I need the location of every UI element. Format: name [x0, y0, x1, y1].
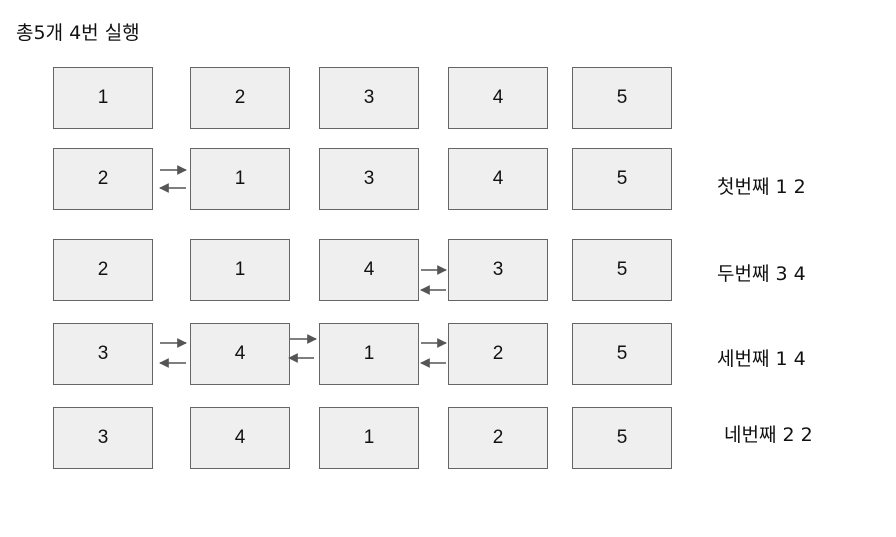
row-4-label: 네번째 2 2	[724, 424, 813, 446]
row-2-box-4: 3	[448, 239, 548, 301]
row-3-box-5: 5	[572, 323, 672, 385]
row-4-box-1: 3	[53, 407, 153, 469]
row-2-box-2: 1	[190, 239, 290, 301]
row-1-box-2: 1	[190, 148, 290, 210]
row-0-box-2: 2	[190, 67, 290, 129]
row-1-box-1: 2	[53, 148, 153, 210]
row-2-box-5: 5	[572, 239, 672, 301]
row-0-box-4: 4	[448, 67, 548, 129]
row-4-box-3: 1	[319, 407, 419, 469]
row-1-box-5: 5	[572, 148, 672, 210]
diagram-title: 총5개 4번 실행	[16, 22, 140, 44]
row-3-label: 세번째 1 4	[717, 348, 806, 370]
row-4-box-4: 2	[448, 407, 548, 469]
row-2-label: 두번째 3 4	[717, 263, 806, 285]
row-1-label: 첫번째 1 2	[717, 176, 806, 198]
row-0-box-3: 3	[319, 67, 419, 129]
row-4-box-5: 5	[572, 407, 672, 469]
row-3-box-4: 2	[448, 323, 548, 385]
row-3-box-3: 1	[319, 323, 419, 385]
row-0-box-1: 1	[53, 67, 153, 129]
row-4-box-2: 4	[190, 407, 290, 469]
row-2-box-3: 4	[319, 239, 419, 301]
row-1-box-4: 4	[448, 148, 548, 210]
row-2-box-1: 2	[53, 239, 153, 301]
row-1-box-3: 3	[319, 148, 419, 210]
row-3-box-1: 3	[53, 323, 153, 385]
row-0-box-5: 5	[572, 67, 672, 129]
row-3-box-2: 4	[190, 323, 290, 385]
